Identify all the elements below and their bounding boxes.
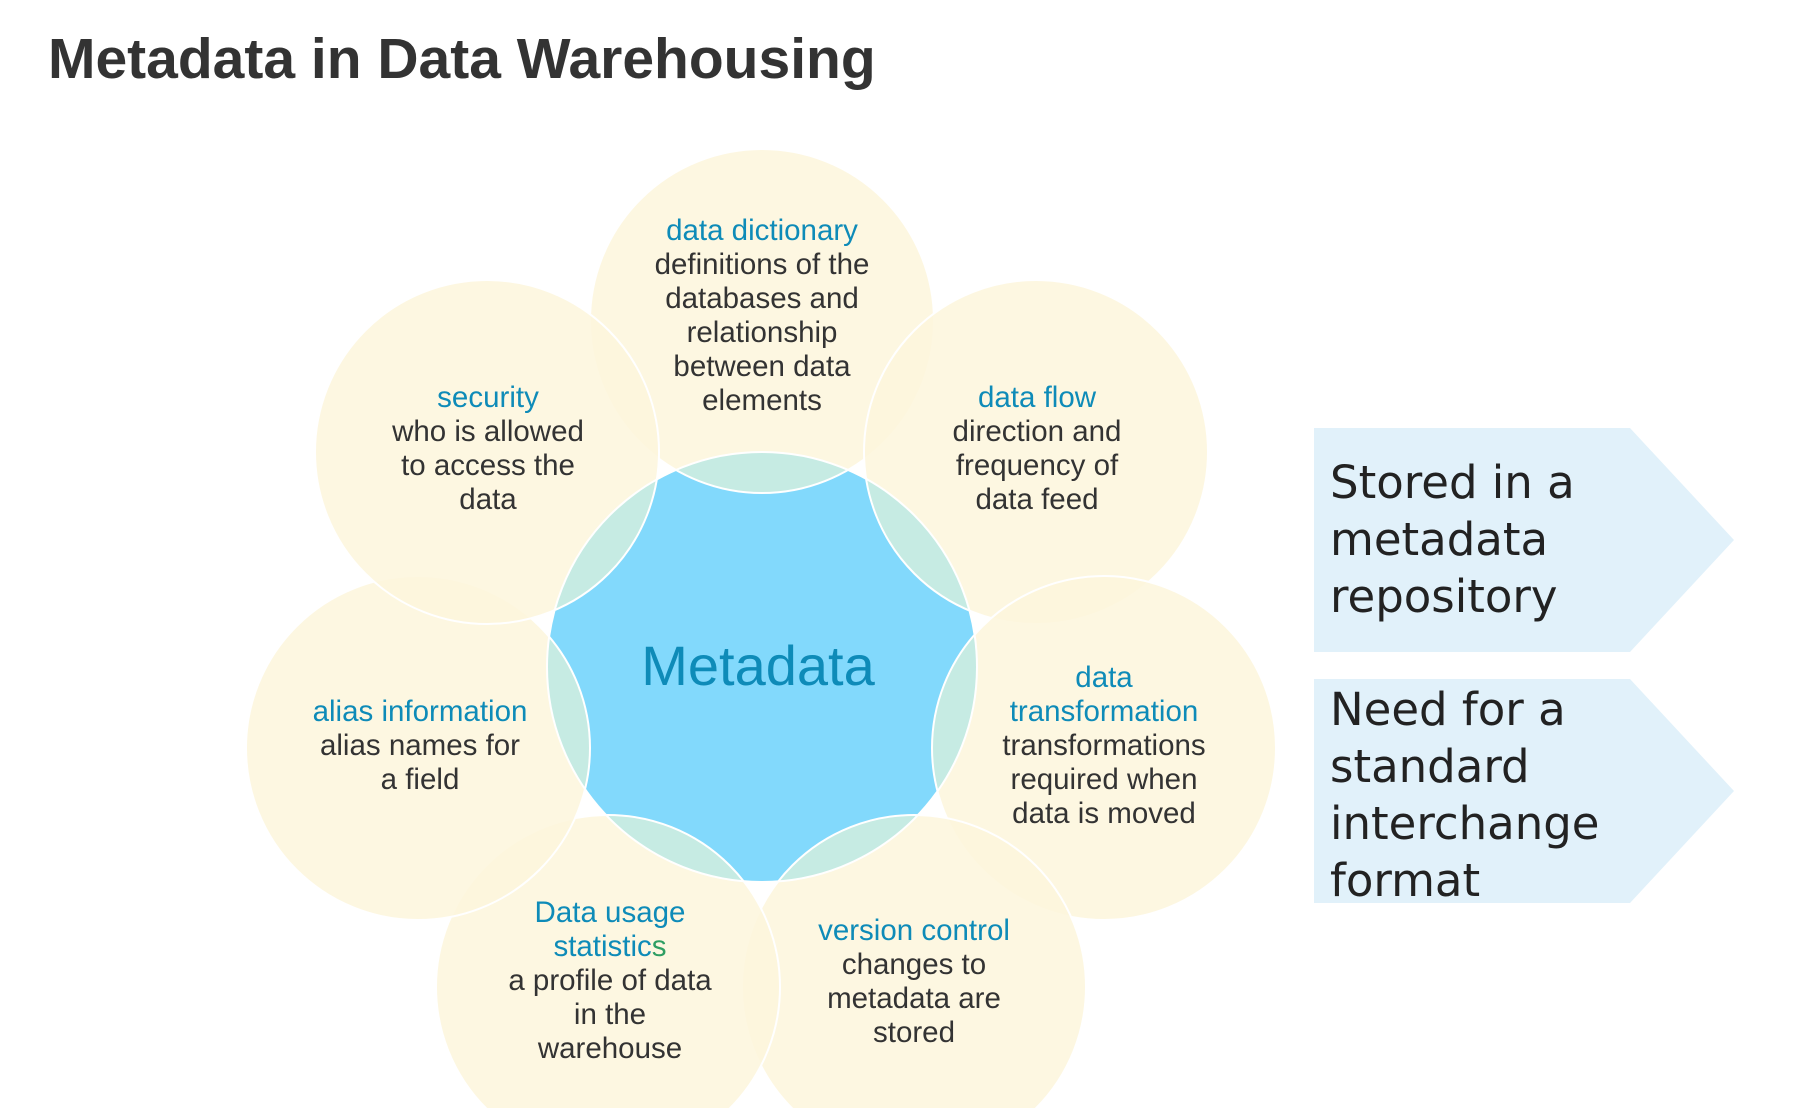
center-outline xyxy=(546,451,978,883)
callout-line: repository xyxy=(1330,570,1558,623)
petal-body-line: databases and xyxy=(665,282,859,315)
center-metadata-label: Metadata xyxy=(641,634,875,697)
petal-heading: data xyxy=(1075,661,1133,694)
overlap-lens-data-dictionary xyxy=(589,452,935,494)
petal-heading: version control xyxy=(818,914,1010,947)
callout-text: Stored in a metadata repository xyxy=(1330,454,1630,625)
callout-stored-in-repository: Stored in a metadata repository xyxy=(1314,428,1734,652)
callout-line: standard xyxy=(1330,740,1530,793)
petal-body-line: metadata are xyxy=(827,982,1001,1015)
petal-body-line: relationship xyxy=(686,316,838,349)
petal-circle-security xyxy=(314,279,660,625)
callout-arrow-shape xyxy=(1314,428,1734,652)
petal-body-line: a field xyxy=(380,763,460,796)
callout-interchange-format: Need for a standard interchange format xyxy=(1314,679,1734,907)
callout-line: Stored in a xyxy=(1330,456,1575,509)
petal-body-line: between data xyxy=(673,350,851,383)
petal-heading: security xyxy=(437,381,539,414)
petal-body-line: warehouse xyxy=(537,1032,683,1065)
overlap-lens-alias-information xyxy=(547,575,591,882)
petal-body-line: frequency of xyxy=(955,449,1119,482)
callout-line: format xyxy=(1330,854,1481,907)
petal-body-line: direction and xyxy=(952,415,1122,448)
petal-body-line: data feed xyxy=(975,483,1099,516)
petal-heading: statistics xyxy=(553,930,667,963)
callout-line: Need for a xyxy=(1330,683,1566,736)
petal-body-line: elements xyxy=(702,384,822,417)
petal-body-line: alias names for xyxy=(319,729,521,762)
petal-body-line: required when xyxy=(1010,763,1198,796)
petal-heading: data dictionary xyxy=(666,214,858,247)
callout-arrow-shape xyxy=(1314,679,1734,903)
callout-text: Need for a standard interchange format xyxy=(1330,681,1630,909)
petal-body-line: transformations xyxy=(1002,729,1206,762)
center-circle xyxy=(547,452,977,882)
petal-body-line: definitions of the xyxy=(654,248,870,281)
petal-heading: transformation xyxy=(1009,695,1199,728)
overlap-lens-data-usage-statistics xyxy=(547,814,781,882)
petal-body-line: to access the xyxy=(401,449,575,482)
page-title: Metadata in Data Warehousing xyxy=(48,27,876,91)
petal-heading: Data usage xyxy=(534,896,686,929)
petal-body-line: changes to xyxy=(841,948,987,981)
petal-heading: data flow xyxy=(977,381,1097,414)
petal-body-line: stored xyxy=(873,1016,955,1049)
petal-body-line: in the xyxy=(573,998,647,1031)
petal-heading: alias information xyxy=(312,695,528,728)
overlap-lens-data-transformation xyxy=(931,575,977,882)
petal-body-line: data xyxy=(459,483,517,516)
petal-body-line: who is allowed xyxy=(392,415,584,448)
petal-body-line: a profile of data xyxy=(508,964,712,997)
callout-line: interchange xyxy=(1330,797,1600,850)
petal-body-line: data is moved xyxy=(1012,797,1196,830)
overlap-lens-version-control xyxy=(741,814,977,882)
callout-line: metadata xyxy=(1330,513,1549,566)
